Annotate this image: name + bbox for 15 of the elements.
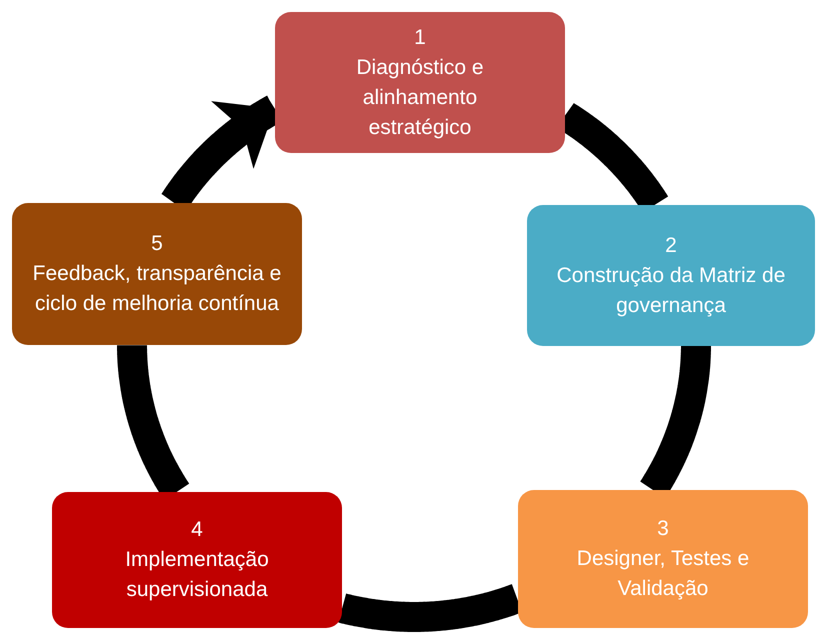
step-box	[12, 203, 302, 345]
step-title: Construção da Matriz de governança	[556, 262, 786, 318]
step-box	[52, 492, 342, 628]
step-number: 1	[414, 24, 426, 50]
step-title: Implementação supervisionada	[124, 547, 270, 603]
step-box	[527, 205, 815, 346]
step-number: 5	[151, 231, 163, 257]
step-number: 4	[191, 517, 203, 543]
step-box	[518, 490, 808, 628]
step-box	[275, 12, 565, 153]
step-number: 3	[657, 516, 669, 542]
step-title: Designer, Testes e Validação	[576, 546, 750, 602]
step-number: 2	[665, 232, 677, 258]
step-title: Feedback, transparência e ciclo de melhoria contínua	[32, 261, 282, 317]
step-title: Diagnóstico e alinhamento estratégico	[355, 54, 485, 140]
